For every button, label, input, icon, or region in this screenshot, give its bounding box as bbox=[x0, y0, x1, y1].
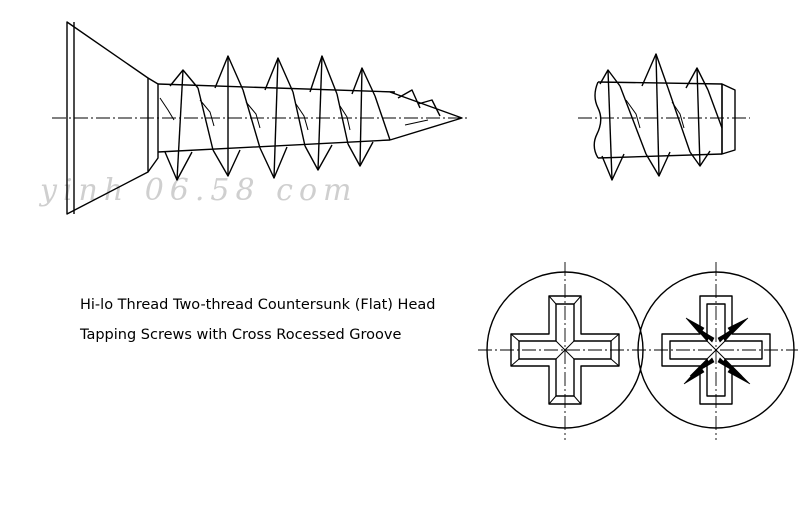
tip-thread-2 bbox=[417, 99, 441, 117]
pz-head-outline bbox=[637, 271, 795, 429]
caption-line-2: Tapping Screws with Cross Rocessed Groov… bbox=[80, 327, 402, 343]
high-thread-crest-4 bbox=[309, 55, 338, 95]
thread-helix-4 bbox=[242, 89, 261, 149]
end-core-top bbox=[597, 81, 723, 85]
low-thread-2 bbox=[199, 99, 215, 127]
high-thread-crest-3 bbox=[264, 57, 294, 93]
break-line bbox=[593, 81, 602, 159]
head-top-view-ph bbox=[478, 262, 652, 440]
end-crest-1 bbox=[599, 69, 621, 87]
end-low-thread-1 bbox=[625, 99, 641, 129]
thread-helix-1 bbox=[176, 69, 184, 181]
watermark: yinh 06.58 com bbox=[38, 173, 357, 208]
thread-helix-2 bbox=[197, 87, 214, 151]
tip-thread-1 bbox=[397, 89, 421, 109]
shank-bottom-line bbox=[157, 139, 391, 153]
caption-line-1: Hi-lo Thread Two-thread Countersunk (Fla… bbox=[80, 297, 436, 313]
head-top-view-pz bbox=[632, 262, 798, 440]
pz-recess-center bbox=[706, 340, 726, 360]
low-thread-1 bbox=[159, 97, 175, 121]
ph-recess-corner-lines bbox=[510, 295, 620, 405]
thread-helix-8 bbox=[336, 93, 349, 145]
end-helix-2 bbox=[619, 85, 647, 155]
end-low-thread-2 bbox=[671, 101, 685, 129]
end-helix-5 bbox=[696, 67, 701, 167]
low-thread-5 bbox=[339, 105, 351, 131]
pz-spike-center bbox=[699, 329, 733, 371]
blunt-end bbox=[721, 83, 736, 155]
thread-helix-5 bbox=[273, 57, 279, 179]
thread-helix-6 bbox=[292, 91, 306, 147]
screw-tip bbox=[389, 91, 463, 141]
low-thread-3 bbox=[245, 101, 261, 129]
ph-recess-center bbox=[555, 340, 575, 360]
thread-helix-7 bbox=[317, 55, 323, 171]
shank-end-view bbox=[578, 53, 750, 181]
end-helix-4 bbox=[667, 87, 691, 153]
high-thread-crest-2 bbox=[214, 55, 244, 91]
low-thread-4 bbox=[295, 103, 309, 131]
thread-helix-10 bbox=[374, 95, 391, 141]
end-helix-6 bbox=[707, 89, 723, 129]
drawing-caption: Hi-lo Thread Two-thread Countersunk (Fla… bbox=[80, 290, 480, 350]
tip-thread-3 bbox=[404, 119, 429, 126]
thread-helix-9 bbox=[359, 67, 363, 167]
screw-side-view bbox=[52, 21, 470, 215]
screw-neck bbox=[147, 77, 159, 173]
end-core-bottom bbox=[597, 153, 723, 159]
end-helix-3 bbox=[655, 53, 660, 177]
end-helix-1 bbox=[607, 69, 613, 181]
